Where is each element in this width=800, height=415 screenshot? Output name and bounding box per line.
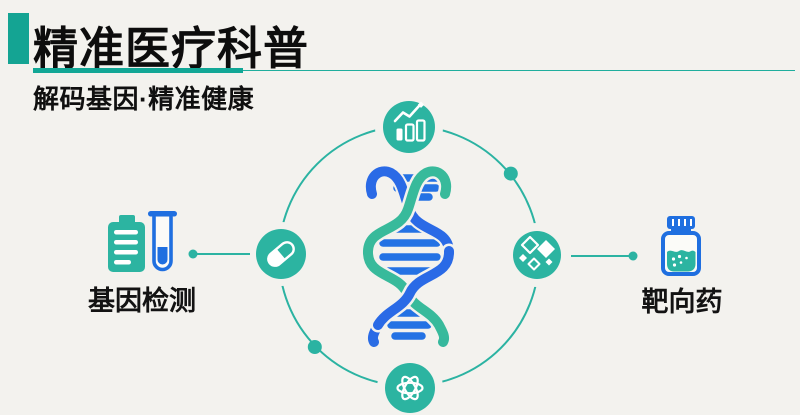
molecule-sparkle-icon <box>513 231 561 279</box>
chart-growth-icon <box>383 101 435 153</box>
title-accent-bar <box>8 13 29 64</box>
left-item-label: 基因检测 <box>88 286 196 316</box>
dna-helix <box>360 164 457 350</box>
right-item-label: 靶向药 <box>641 287 723 317</box>
title-underline-thick <box>33 68 243 73</box>
ring-dot-lower-left <box>307 340 322 354</box>
test-tube-icon <box>148 211 177 272</box>
page-subtitle: 解码基因·精准健康 <box>33 84 255 114</box>
atom-icon <box>385 363 435 413</box>
capsule-icon <box>256 229 306 279</box>
ring-dot-upper-right <box>503 166 518 181</box>
report-icon <box>108 215 145 272</box>
title-underline-thin <box>243 69 795 72</box>
dna-strand-a-front <box>373 246 454 330</box>
dna-strand-b <box>363 166 452 347</box>
right-connector-dot <box>628 251 638 261</box>
connectors <box>196 253 629 257</box>
page-title: 精准医疗科普 <box>33 23 310 74</box>
left-connector-dot <box>188 249 198 259</box>
medicine-bottle-icon <box>661 216 701 276</box>
